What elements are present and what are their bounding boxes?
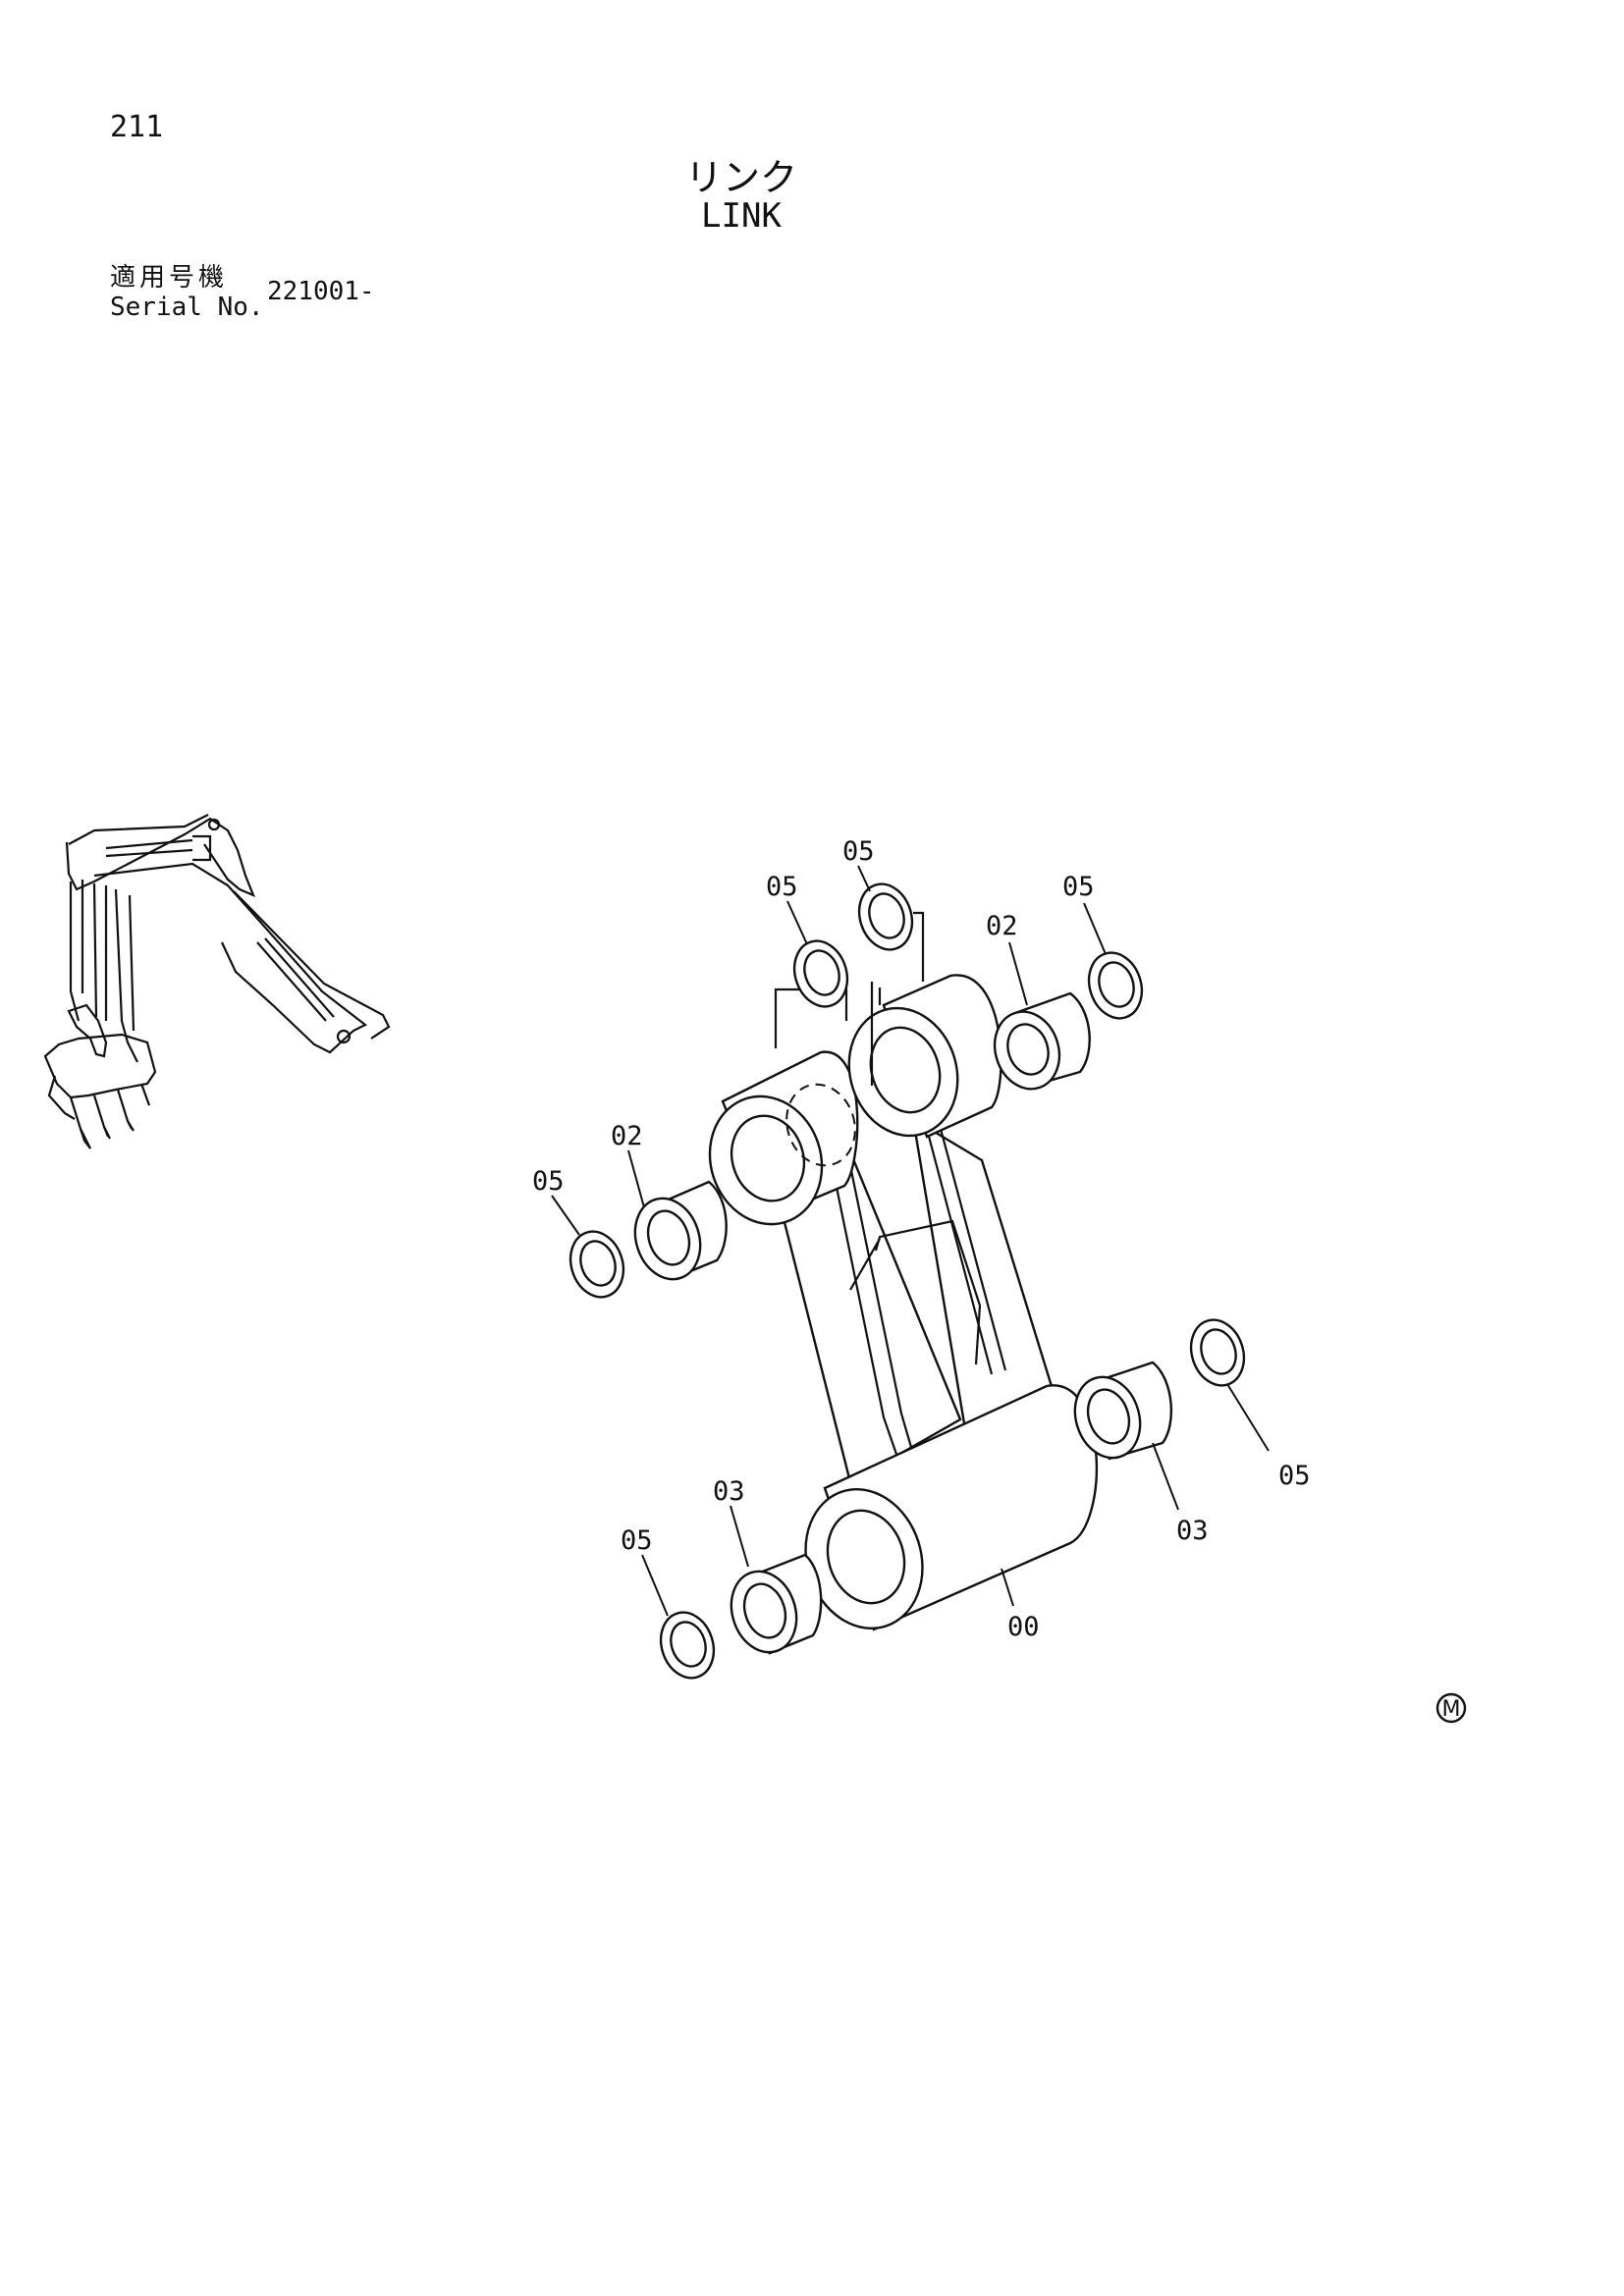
leader-lines [551, 865, 1270, 1617]
page-title-english: LINK [701, 196, 782, 236]
callout-02-upper: 02 [986, 911, 1018, 941]
seal-ring-part-05-e [659, 1611, 716, 1680]
page-title-japanese: リンク [684, 156, 797, 199]
callout-03-lower-right: 03 [1176, 1516, 1209, 1546]
callout-05-top-right: 05 [1062, 872, 1095, 902]
seal-ring-part-05-d [568, 1230, 625, 1299]
callout-05-top: 05 [842, 836, 875, 867]
callout-00-link-body: 00 [1007, 1612, 1040, 1642]
pin-reference-bracket-right [878, 911, 925, 1005]
callout-03-lower-left: 03 [713, 1476, 745, 1507]
bushing-part-03-lower-left [730, 1553, 823, 1655]
callout-05-lower-left: 05 [621, 1525, 653, 1556]
serial-number-range: 221001- [267, 277, 375, 306]
seal-ring-part-05-a [792, 939, 849, 1008]
callout-05-lower-right: 05 [1278, 1461, 1311, 1491]
bushing-part-03-lower-right [1073, 1361, 1173, 1461]
page-number: 211 [110, 110, 164, 144]
callout-02-left: 02 [611, 1121, 643, 1151]
bushing-part-02-left [633, 1180, 728, 1281]
callout-05-left: 05 [532, 1166, 565, 1197]
excavator-thumbnail [43, 814, 391, 1149]
seal-ring-part-05-f [1189, 1318, 1246, 1387]
bushing-part-02-upper-right [993, 991, 1091, 1091]
seal-ring-part-05-b [857, 882, 914, 951]
serial-label-english: Serial No. [110, 293, 264, 322]
link-body-part-00 [708, 974, 1098, 1631]
circled-mark-letter: M [1442, 1697, 1461, 1722]
seal-ring-part-05-c [1087, 951, 1144, 1020]
circled-m-mark: M [1435, 1692, 1467, 1724]
callout-05-top-left: 05 [766, 872, 798, 902]
serial-label-japanese: 適用号機 [110, 263, 229, 293]
